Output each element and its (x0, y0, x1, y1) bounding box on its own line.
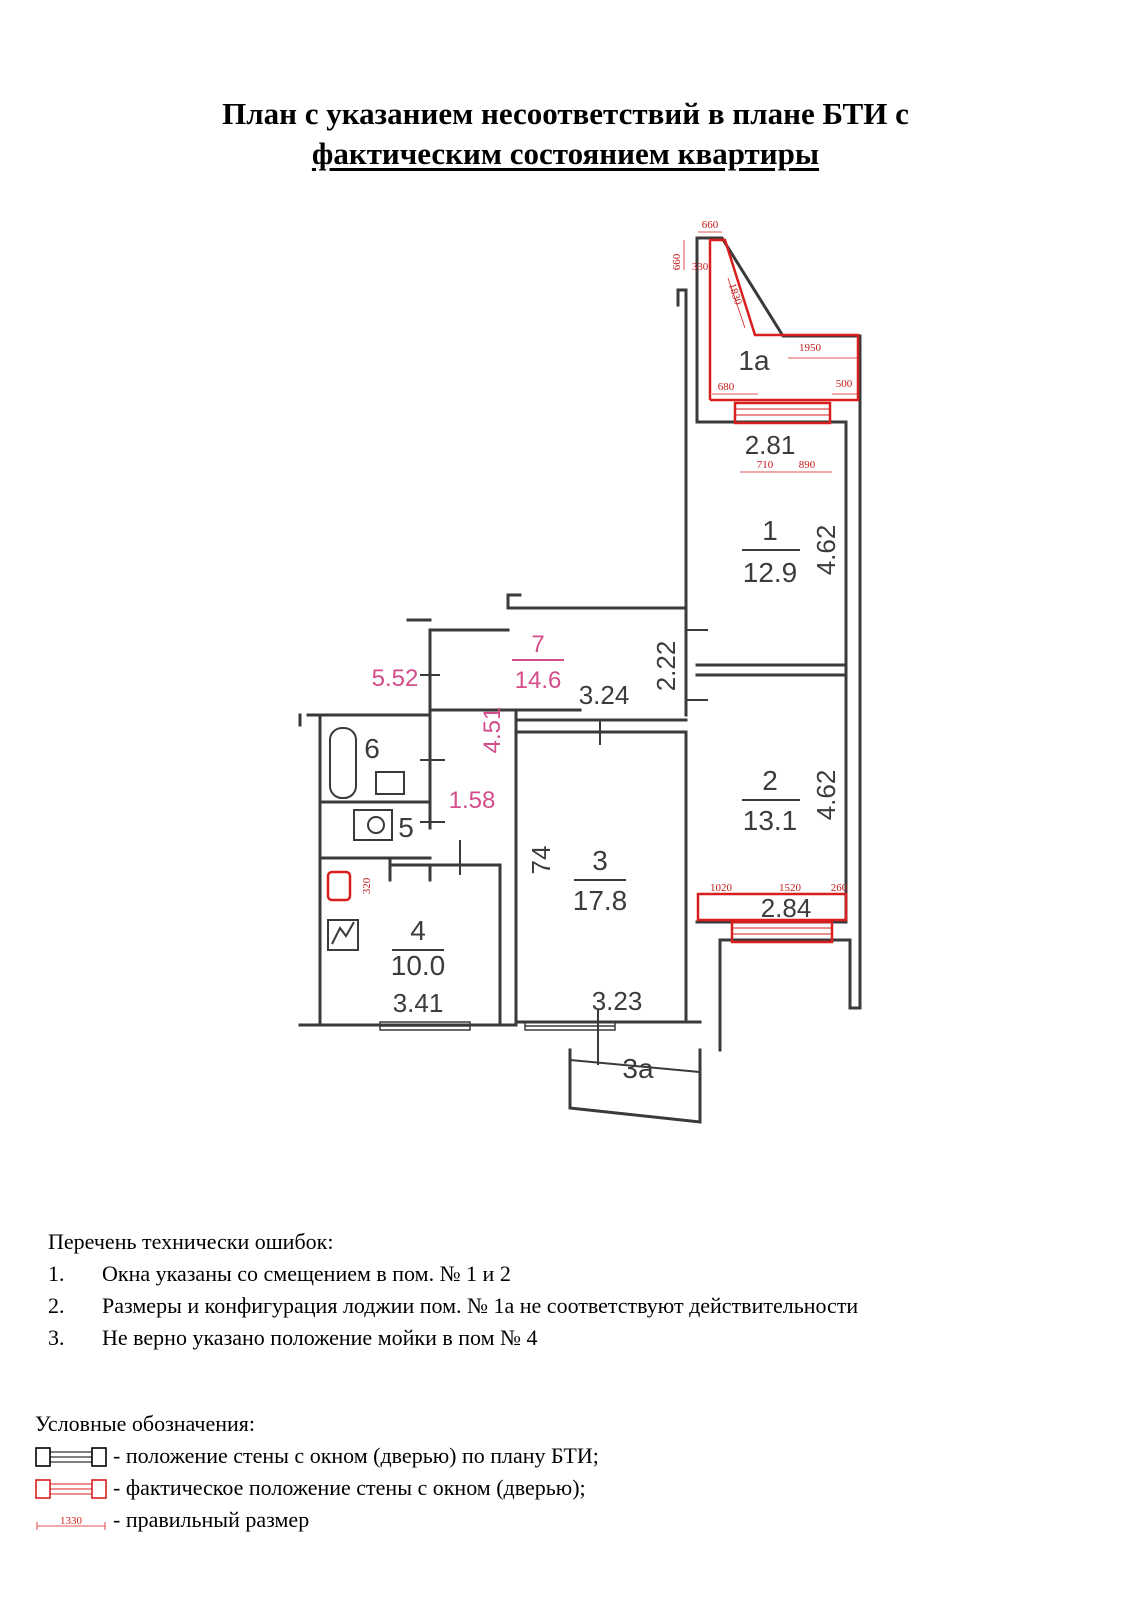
legend-text: - положение стены с окном (дверью) по пл… (113, 1443, 599, 1468)
red-dim-1520: 1520 (779, 882, 802, 894)
title-line-2: фактическим состоянием квартиры (311, 136, 820, 171)
room-5-number: 5 (398, 812, 414, 843)
list-item: 2. Размеры и конфигурация лоджии пом. № … (48, 1290, 858, 1322)
red-dim-660-top: 660 (702, 219, 719, 231)
red-dim-1020: 1020 (710, 882, 733, 894)
error-text: Окна указаны со смещением в пом. № 1 и 2 (102, 1261, 511, 1286)
legend-heading: Условные обозначения: (35, 1411, 256, 1436)
room-6-number: 6 (364, 733, 380, 764)
red-dim-260: 260 (831, 882, 848, 894)
dim-corridor-222: 2.22 (651, 641, 681, 692)
red-dim-500: 500 (836, 378, 853, 390)
error-text: Не верно указано положение мойки в пом №… (102, 1325, 538, 1350)
error-number: 1. (48, 1261, 65, 1286)
red-dim-710: 710 (757, 459, 774, 471)
legend-text: - фактическое положение стены с окном (д… (113, 1475, 586, 1500)
bti-wall-window-symbol (35, 1447, 107, 1467)
dim-room2-length: 4.62 (811, 770, 841, 821)
red-dim-680: 680 (718, 381, 735, 393)
red-dim-1830: 1830 (726, 282, 744, 307)
room-7-number: 7 (531, 631, 544, 658)
room-1-number: 1 (762, 515, 778, 546)
list-item: 1. Окна указаны со смещением в пом. № 1 … (48, 1258, 511, 1290)
legend-item-bti-wall: - положение стены с окном (дверью) по пл… (35, 1440, 599, 1472)
error-text: Размеры и конфигурация лоджии пом. № 1а … (102, 1293, 859, 1318)
room-2-area: 13.1 (743, 805, 798, 836)
dim-room2-width: 2.84 (761, 893, 812, 923)
actual-wall-window-symbol (35, 1479, 107, 1499)
dim-room3-width: 3.23 (592, 986, 643, 1016)
error-number: 3. (48, 1325, 65, 1350)
red-dim-1950: 1950 (799, 342, 822, 354)
loggia-1a-actual-outline (708, 238, 860, 402)
room-1-area: 12.9 (743, 557, 798, 588)
error-number: 2. (48, 1293, 65, 1318)
dim-74: 5.52 (372, 665, 419, 692)
correct-dimension-symbol: 1330 (36, 1515, 106, 1530)
sink-actual-position (326, 870, 352, 902)
room-7-area: 14.6 (515, 667, 562, 694)
list-item: 3. Не верно указано положение мойки в по… (48, 1322, 538, 1354)
legend-item-correct-dimension: 1330 - правильный размер (35, 1504, 309, 1536)
technical-errors-list: Перечень технически ошибок: 1. Окна указ… (48, 1226, 858, 1354)
red-dim-660-side: 660 (671, 253, 683, 270)
room-3-number: 3 (592, 845, 608, 876)
red-dim-330: 330 (692, 261, 709, 273)
red-dim-320: 320 (361, 877, 373, 894)
legend-text: - правильный размер (113, 1507, 310, 1532)
dim-room1-length: 4.62 (811, 525, 841, 576)
dim-room1-width: 2.81 (745, 430, 796, 460)
legend: Условные обозначения: - положение стены … (35, 1408, 599, 1536)
room-1a-label: 1а (738, 345, 770, 376)
room-4-area: 10.0 (391, 950, 446, 981)
dim-room3-length: 74 (526, 846, 556, 875)
room-4-number: 4 (410, 915, 426, 946)
title-line-1: План с указанием несоответствий в плане … (222, 96, 909, 131)
dim-corridor-451: 4.51 (479, 707, 506, 754)
errors-heading: Перечень технически ошибок: (48, 1229, 334, 1254)
room-3-area: 17.8 (573, 885, 628, 916)
sample-dimension-value: 1330 (60, 1515, 83, 1527)
dim-room4-width: 3.41 (393, 988, 444, 1018)
red-dim-890: 890 (799, 459, 816, 471)
legend-item-actual-wall: - фактическое положение стены с окном (д… (35, 1472, 586, 1504)
room-3a-label: 3а (622, 1053, 654, 1084)
dim-corridor-158: 1.58 (449, 787, 496, 814)
dim-corridor-324: 3.24 (579, 680, 630, 710)
floor-plan: 1 12.9 2 13.1 3 17.8 4 10.0 5 6 1а 3а 2.… (298, 219, 862, 1124)
room-2-number: 2 (762, 765, 778, 796)
